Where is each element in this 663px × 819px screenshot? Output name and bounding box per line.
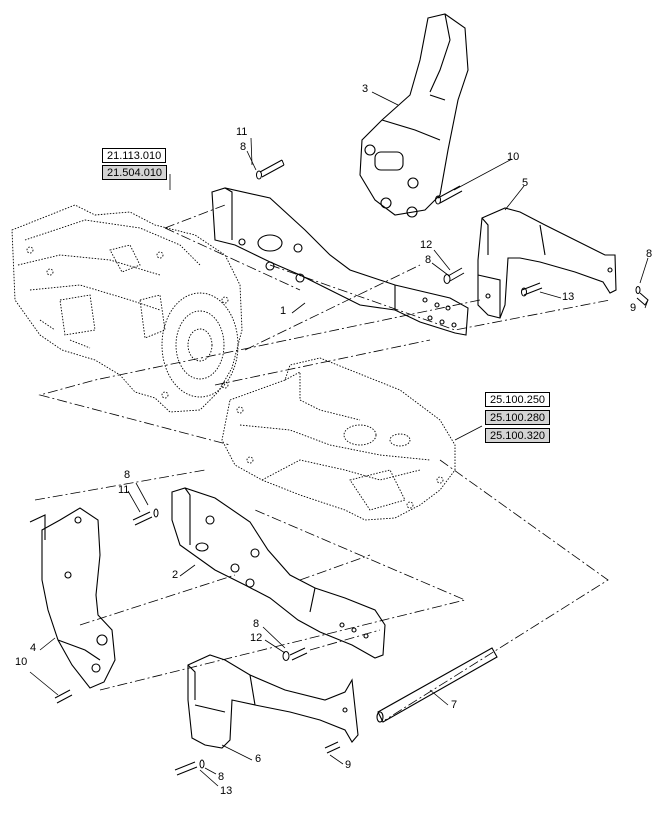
part-4-bracket bbox=[29, 507, 116, 689]
callout-10: 10 bbox=[507, 151, 520, 163]
part-5-bracket bbox=[477, 207, 617, 319]
callout-7: 7 bbox=[451, 699, 458, 711]
ref-axle-3: 25.100.320 bbox=[485, 428, 551, 443]
callout-3: 3 bbox=[362, 83, 369, 95]
callout-2: 2 bbox=[172, 569, 179, 581]
callout-8: 8 bbox=[124, 469, 131, 481]
callout-12: 12 bbox=[250, 632, 263, 644]
leader-lines bbox=[29, 91, 649, 787]
callout-8: 8 bbox=[253, 618, 260, 630]
callout-8: 8 bbox=[218, 771, 225, 783]
part-7-rod bbox=[376, 647, 498, 723]
ref-axle-2: 25.100.280 bbox=[485, 410, 551, 425]
callout-13: 13 bbox=[562, 291, 575, 303]
part-2-side-rail bbox=[171, 487, 386, 659]
part-1-side-rail bbox=[211, 187, 469, 336]
ref-transmission-1: 21.113.010 bbox=[102, 148, 167, 163]
callout-10: 10 bbox=[15, 656, 28, 668]
callout-8: 8 bbox=[425, 254, 432, 266]
callout-6: 6 bbox=[255, 753, 262, 765]
callout-11: 11 bbox=[236, 126, 248, 138]
ref-axle-1: 25.100.250 bbox=[485, 392, 551, 407]
callout-1: 1 bbox=[280, 305, 287, 317]
ref-transmission-2: 21.504.010 bbox=[102, 165, 168, 180]
callout-8: 8 bbox=[646, 248, 653, 260]
callout-4: 4 bbox=[30, 642, 37, 654]
part-6-bracket bbox=[187, 654, 359, 749]
callout-8: 8 bbox=[240, 141, 247, 153]
callout-13: 13 bbox=[220, 785, 233, 797]
phantom-lines bbox=[34, 204, 611, 721]
fasteners bbox=[54, 159, 649, 776]
callout-5: 5 bbox=[522, 177, 529, 189]
transmission-housing bbox=[11, 204, 243, 413]
callout-12: 12 bbox=[420, 239, 433, 251]
callout-9: 9 bbox=[630, 302, 637, 314]
callout-9: 9 bbox=[345, 759, 352, 771]
callout-11: 11 bbox=[118, 484, 130, 496]
part-3-bracket bbox=[359, 13, 469, 218]
front-axle-support bbox=[221, 357, 456, 521]
